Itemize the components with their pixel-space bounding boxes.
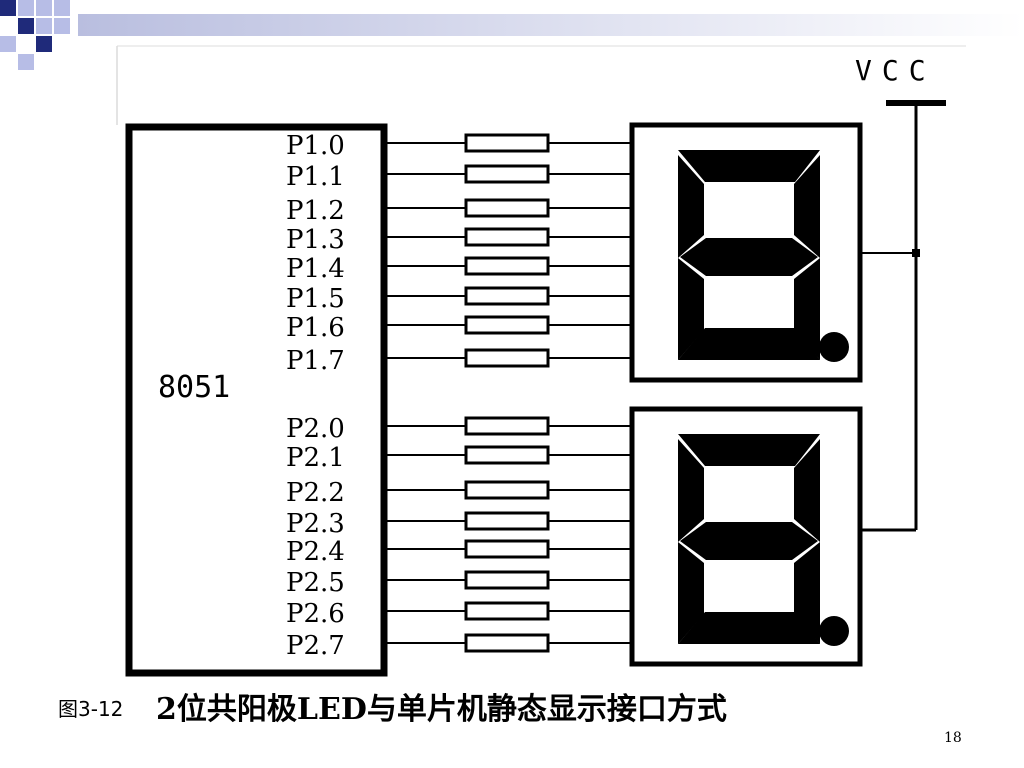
resistor [464,480,550,500]
pin-label-p2-0: P2.0 [286,414,345,444]
junction-dot [912,249,920,257]
pin-label-p2-7: P2.7 [286,631,345,661]
resistor [464,348,550,368]
resistor [464,198,550,218]
header-square [0,0,16,16]
resistor [464,601,550,621]
led-segment [678,258,704,360]
led-segment [794,155,820,258]
figure-number: 图3-12 [58,697,124,721]
header-decoration [0,0,1024,70]
pin-label-p1-2: P1.2 [286,196,345,226]
pin-label-p2-2: P2.2 [286,478,345,508]
led-segment [680,522,818,560]
pin-connections: P1.0P1.1P1.2P1.3P1.4P1.5P1.6P1.7P2.0P2.1… [286,131,632,661]
pin-label-p2-5: P2.5 [286,568,345,598]
resistor [464,539,550,559]
seven-segment-display-1 [629,122,863,383]
figure-caption: 2位共阳极LED与单片机静态显示接口方式 [156,692,727,727]
vcc-label: VCC [855,54,936,87]
decimal-point-led [819,616,849,646]
led-segment [794,439,820,542]
resistor [464,133,550,153]
pin-label-p1-5: P1.5 [286,284,345,314]
resistor [464,315,550,335]
resistor [464,416,550,436]
resistor [464,511,550,531]
led-segment [678,328,820,360]
resistor [464,445,550,465]
resistor [464,256,550,276]
header-square [36,18,52,34]
header-square [18,18,34,34]
header-square [18,0,34,16]
resistor [464,570,550,590]
led-segment [794,542,820,644]
header-square [36,0,52,16]
header-gradient-bar [78,14,1024,36]
led-segment [678,542,704,644]
resistor [464,164,550,184]
chip-8051-body [125,123,388,677]
resistor [464,286,550,306]
seven-segment-display-2 [629,406,863,667]
pin-label-p2-6: P2.6 [286,599,345,629]
pin-label-p1-4: P1.4 [286,254,345,284]
pin-label-p1-1: P1.1 [286,162,345,192]
decimal-point-led [819,332,849,362]
led-segment [678,434,820,466]
header-square [18,54,34,70]
led-segment [678,155,704,258]
pin-label-p1-0: P1.0 [286,131,345,161]
led-segment [680,238,818,276]
led-segment [678,439,704,542]
pin-label-p1-3: P1.3 [286,225,345,255]
header-square [0,36,16,52]
page-number: 18 [944,730,962,746]
resistor [464,227,550,247]
header-square [54,0,70,16]
header-square [36,36,52,52]
pin-label-p2-1: P2.1 [286,443,345,473]
resistor [464,633,550,653]
chip-label: 8051 [158,370,230,405]
led-segment [678,612,820,644]
header-square [54,18,70,34]
pin-label-p2-3: P2.3 [286,509,345,539]
pin-label-p1-6: P1.6 [286,313,345,343]
pin-label-p2-4: P2.4 [286,537,345,567]
pin-label-p1-7: P1.7 [286,346,345,376]
led-segment [794,258,820,360]
led-segment [678,150,820,182]
